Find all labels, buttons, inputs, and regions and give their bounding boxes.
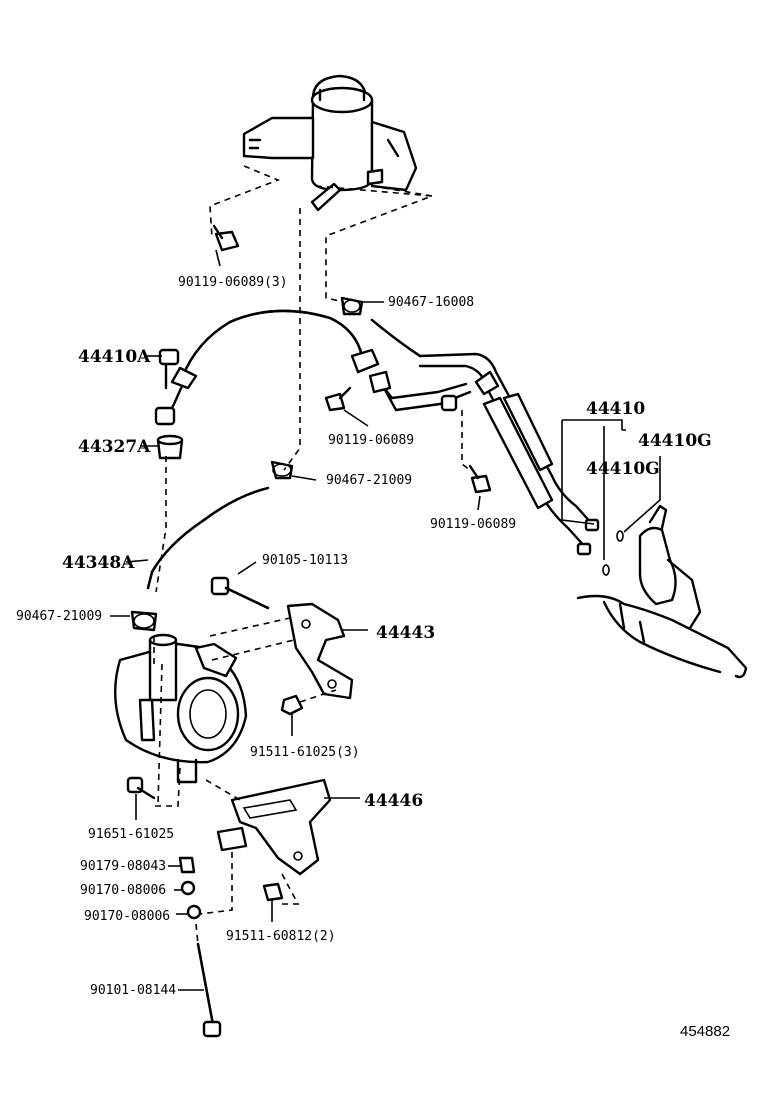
power-steering-pump bbox=[114, 633, 248, 784]
label-91511-60812-2: 91511-60812(2) bbox=[226, 929, 336, 944]
label-91511-61025-3: 91511-61025(3) bbox=[250, 745, 360, 760]
bracket-44446 bbox=[216, 778, 332, 876]
label-90170-08006-b: 90170-08006 bbox=[84, 909, 170, 924]
part-labels: 90119-06089(3) 90467-16008 44410A 44327A… bbox=[16, 275, 730, 1040]
leader-lines bbox=[110, 249, 661, 991]
label-44327A: 44327A bbox=[78, 437, 151, 457]
hose-and-pipe-assembly bbox=[146, 296, 624, 590]
label-90467-16008: 90467-16008 bbox=[388, 295, 474, 310]
label-90467-21009-upper: 90467-21009 bbox=[326, 473, 412, 488]
label-44443: 44443 bbox=[376, 623, 435, 643]
label-91651-61025: 91651-61025 bbox=[88, 827, 174, 842]
diagram-reference-number: 454882 bbox=[680, 1023, 730, 1040]
bracket-44443 bbox=[286, 602, 354, 700]
label-90119-06089-mid: 90119-06089 bbox=[328, 433, 414, 448]
label-90105-10113: 90105-10113 bbox=[262, 553, 348, 568]
fasteners bbox=[126, 224, 492, 1038]
steering-gear-housing bbox=[576, 504, 748, 679]
label-90467-21009-lower: 90467-21009 bbox=[16, 609, 102, 624]
label-44410A: 44410A bbox=[78, 347, 151, 367]
label-44348A: 44348A bbox=[62, 553, 135, 573]
label-90119-06089-right: 90119-06089 bbox=[430, 517, 516, 532]
label-44410: 44410 bbox=[586, 399, 645, 419]
label-90119-06089-3: 90119-06089(3) bbox=[178, 275, 288, 290]
alignment-lines bbox=[152, 165, 471, 945]
label-90170-08006-a: 90170-08006 bbox=[80, 883, 166, 898]
reservoir-assembly bbox=[242, 74, 418, 212]
label-44410G-right: 44410G bbox=[638, 431, 712, 451]
label-90101-08144: 90101-08144 bbox=[90, 983, 176, 998]
label-44446: 44446 bbox=[364, 791, 423, 811]
label-44410G-inner: 44410G bbox=[586, 459, 660, 479]
label-90179-08043: 90179-08043 bbox=[80, 859, 166, 874]
